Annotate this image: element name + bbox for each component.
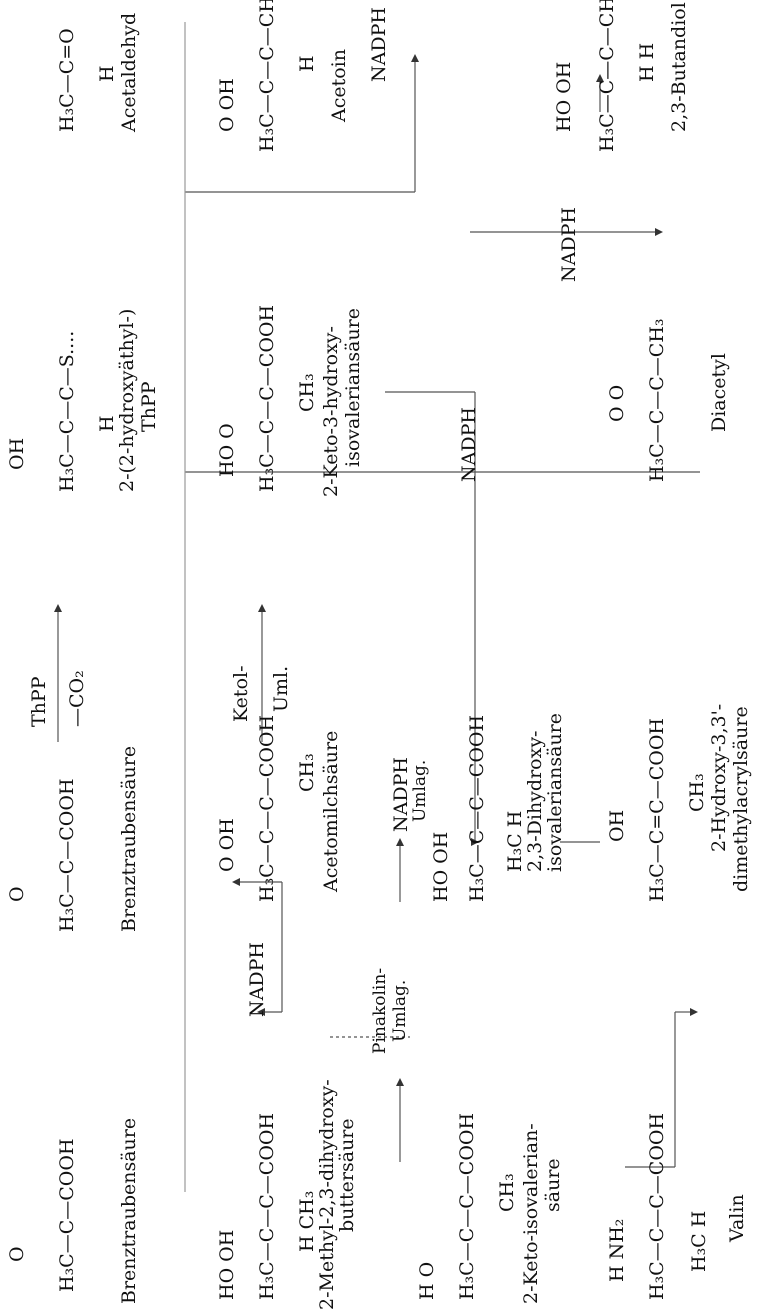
dihydroxy-name2: isovaleriansäure: [544, 712, 566, 872]
hydroxyethyl-h: H: [96, 415, 118, 432]
brenztraube-b-oxygen: O: [6, 886, 28, 902]
dihydroxy-top: HO OH: [430, 831, 452, 902]
nadph-label-4: NADPH: [558, 207, 580, 282]
brenztraube-a-name: Brenztraubensäure: [118, 1117, 140, 1304]
dihydroxy-bottom: H₃C H: [504, 810, 526, 872]
brenztraube-a-oxygen: O: [6, 1246, 28, 1262]
butandiol-formula: H₃C—C—C—CH₃: [596, 0, 618, 152]
hydroxyethyl-oh: OH: [6, 437, 28, 470]
umlag-label: Umlag.: [410, 759, 430, 822]
diacetyl-formula: H₃C—C—C—CH₃: [646, 318, 668, 482]
acetomilch-formula: H₃C—C—C—COOH: [256, 714, 278, 902]
nadph-label-1: NADPH: [246, 942, 268, 1017]
hydroxyethyl-name2: ThPP: [138, 381, 160, 432]
dimethylacryl-formula: H₃C—C=C—COOH: [646, 718, 668, 902]
keto-isoval-top: H O: [416, 1261, 438, 1300]
dimethylacryl-bottom: CH₃: [686, 773, 708, 812]
brenztraube-b-formula: H₃C—C—COOH: [56, 778, 78, 932]
valin-name: Valin: [726, 1194, 748, 1242]
pinakolin-label: Pinakolin-: [370, 967, 390, 1054]
acetomilch-top: O OH: [216, 818, 238, 872]
brenztraube-b-name: Brenztraubensäure: [118, 745, 140, 932]
keto-isoval-name2: säure: [542, 1158, 564, 1212]
nadph-label-3: NADPH: [458, 407, 480, 482]
dihydroxy-name1: 2,3-Dihydroxy-: [524, 730, 546, 872]
co2-label: —CO₂: [66, 670, 88, 727]
hydroxyethyl-formula: H₃C—C—C—S....: [56, 330, 78, 492]
keto-isoval-name1: 2-Keto-isovalerian-: [520, 1123, 542, 1304]
acetoin-name: Acetoin: [328, 49, 350, 122]
keto-hydroxy-bottom: CH₃: [296, 373, 318, 412]
diacetyl-name: Diacetyl: [708, 353, 730, 432]
keto-hydroxy-name1: 2-Keto-3-hydroxy-: [320, 326, 342, 497]
methyl-dihydroxy-top: HO OH: [216, 1229, 238, 1300]
butandiol-name: 2,3-Butandiol: [668, 2, 690, 132]
methyl-dihydroxy-name1: 2-Methyl-2,3-dihydroxy-: [316, 1079, 338, 1310]
keto-isoval-formula: H₃C—C—C—COOH: [456, 1112, 478, 1300]
keto-hydroxy-name2: isovaleriansäure: [342, 307, 364, 467]
acetaldehyd-h: H: [96, 65, 118, 82]
pinakolin-umlag-label: Umlag.: [390, 979, 410, 1042]
acetomilch-name: Acetomilchsäure: [320, 730, 342, 892]
keto-hydroxy-top: HO O: [216, 423, 238, 477]
diacetyl-top: O O: [606, 384, 628, 422]
methyl-dihydroxy-formula: H₃C—C—C—COOH: [256, 1112, 278, 1300]
thpp-label: ThPP: [28, 676, 50, 727]
butandiol-top: HO OH: [553, 61, 575, 132]
nadph-label-5: NADPH: [368, 7, 390, 82]
keto-isoval-bottom: CH₃: [496, 1173, 518, 1212]
ketol-label: Ketol-: [230, 665, 252, 723]
acetoin-formula: H₃C—C—C—CH₃: [256, 0, 278, 152]
hydroxyethyl-name1: 2-(2-hydroxyäthyl-): [116, 308, 138, 492]
acetoin-top: O OH: [216, 78, 238, 132]
valin-bottom: H₃C H: [688, 1210, 710, 1272]
acetomilch-bottom: CH₃: [296, 753, 318, 792]
valin-top: H NH₂: [606, 1218, 628, 1282]
nadph-label-2: NADPH: [390, 757, 412, 832]
brenztraube-a-formula: H₃C—C—COOH: [56, 1138, 78, 1292]
dimethylacryl-name1: 2-Hydroxy-3,3'-: [708, 703, 730, 852]
dihydroxy-formula: H₃C—C—C—COOH: [466, 714, 488, 902]
acetoin-h: H: [296, 55, 318, 72]
acetaldehyd-formula: H₃C—C=O: [56, 28, 78, 132]
methyl-dihydroxy-bottom: H CH₃: [296, 1190, 318, 1252]
methyl-dihydroxy-name2: buttersäure: [336, 1118, 358, 1232]
dimethylacryl-top: OH: [606, 809, 628, 842]
acetaldehyd-name: Acetaldehyd: [118, 12, 140, 132]
valin-formula: H₃C—C—C—COOH: [646, 1112, 668, 1300]
dimethylacryl-name2: dimethylacrylsäure: [730, 706, 752, 892]
butandiol-bottom: H H: [636, 42, 658, 82]
keto-hydroxy-formula: H₃C—C—C—COOH: [256, 304, 278, 492]
uml-label: Uml.: [270, 665, 292, 712]
